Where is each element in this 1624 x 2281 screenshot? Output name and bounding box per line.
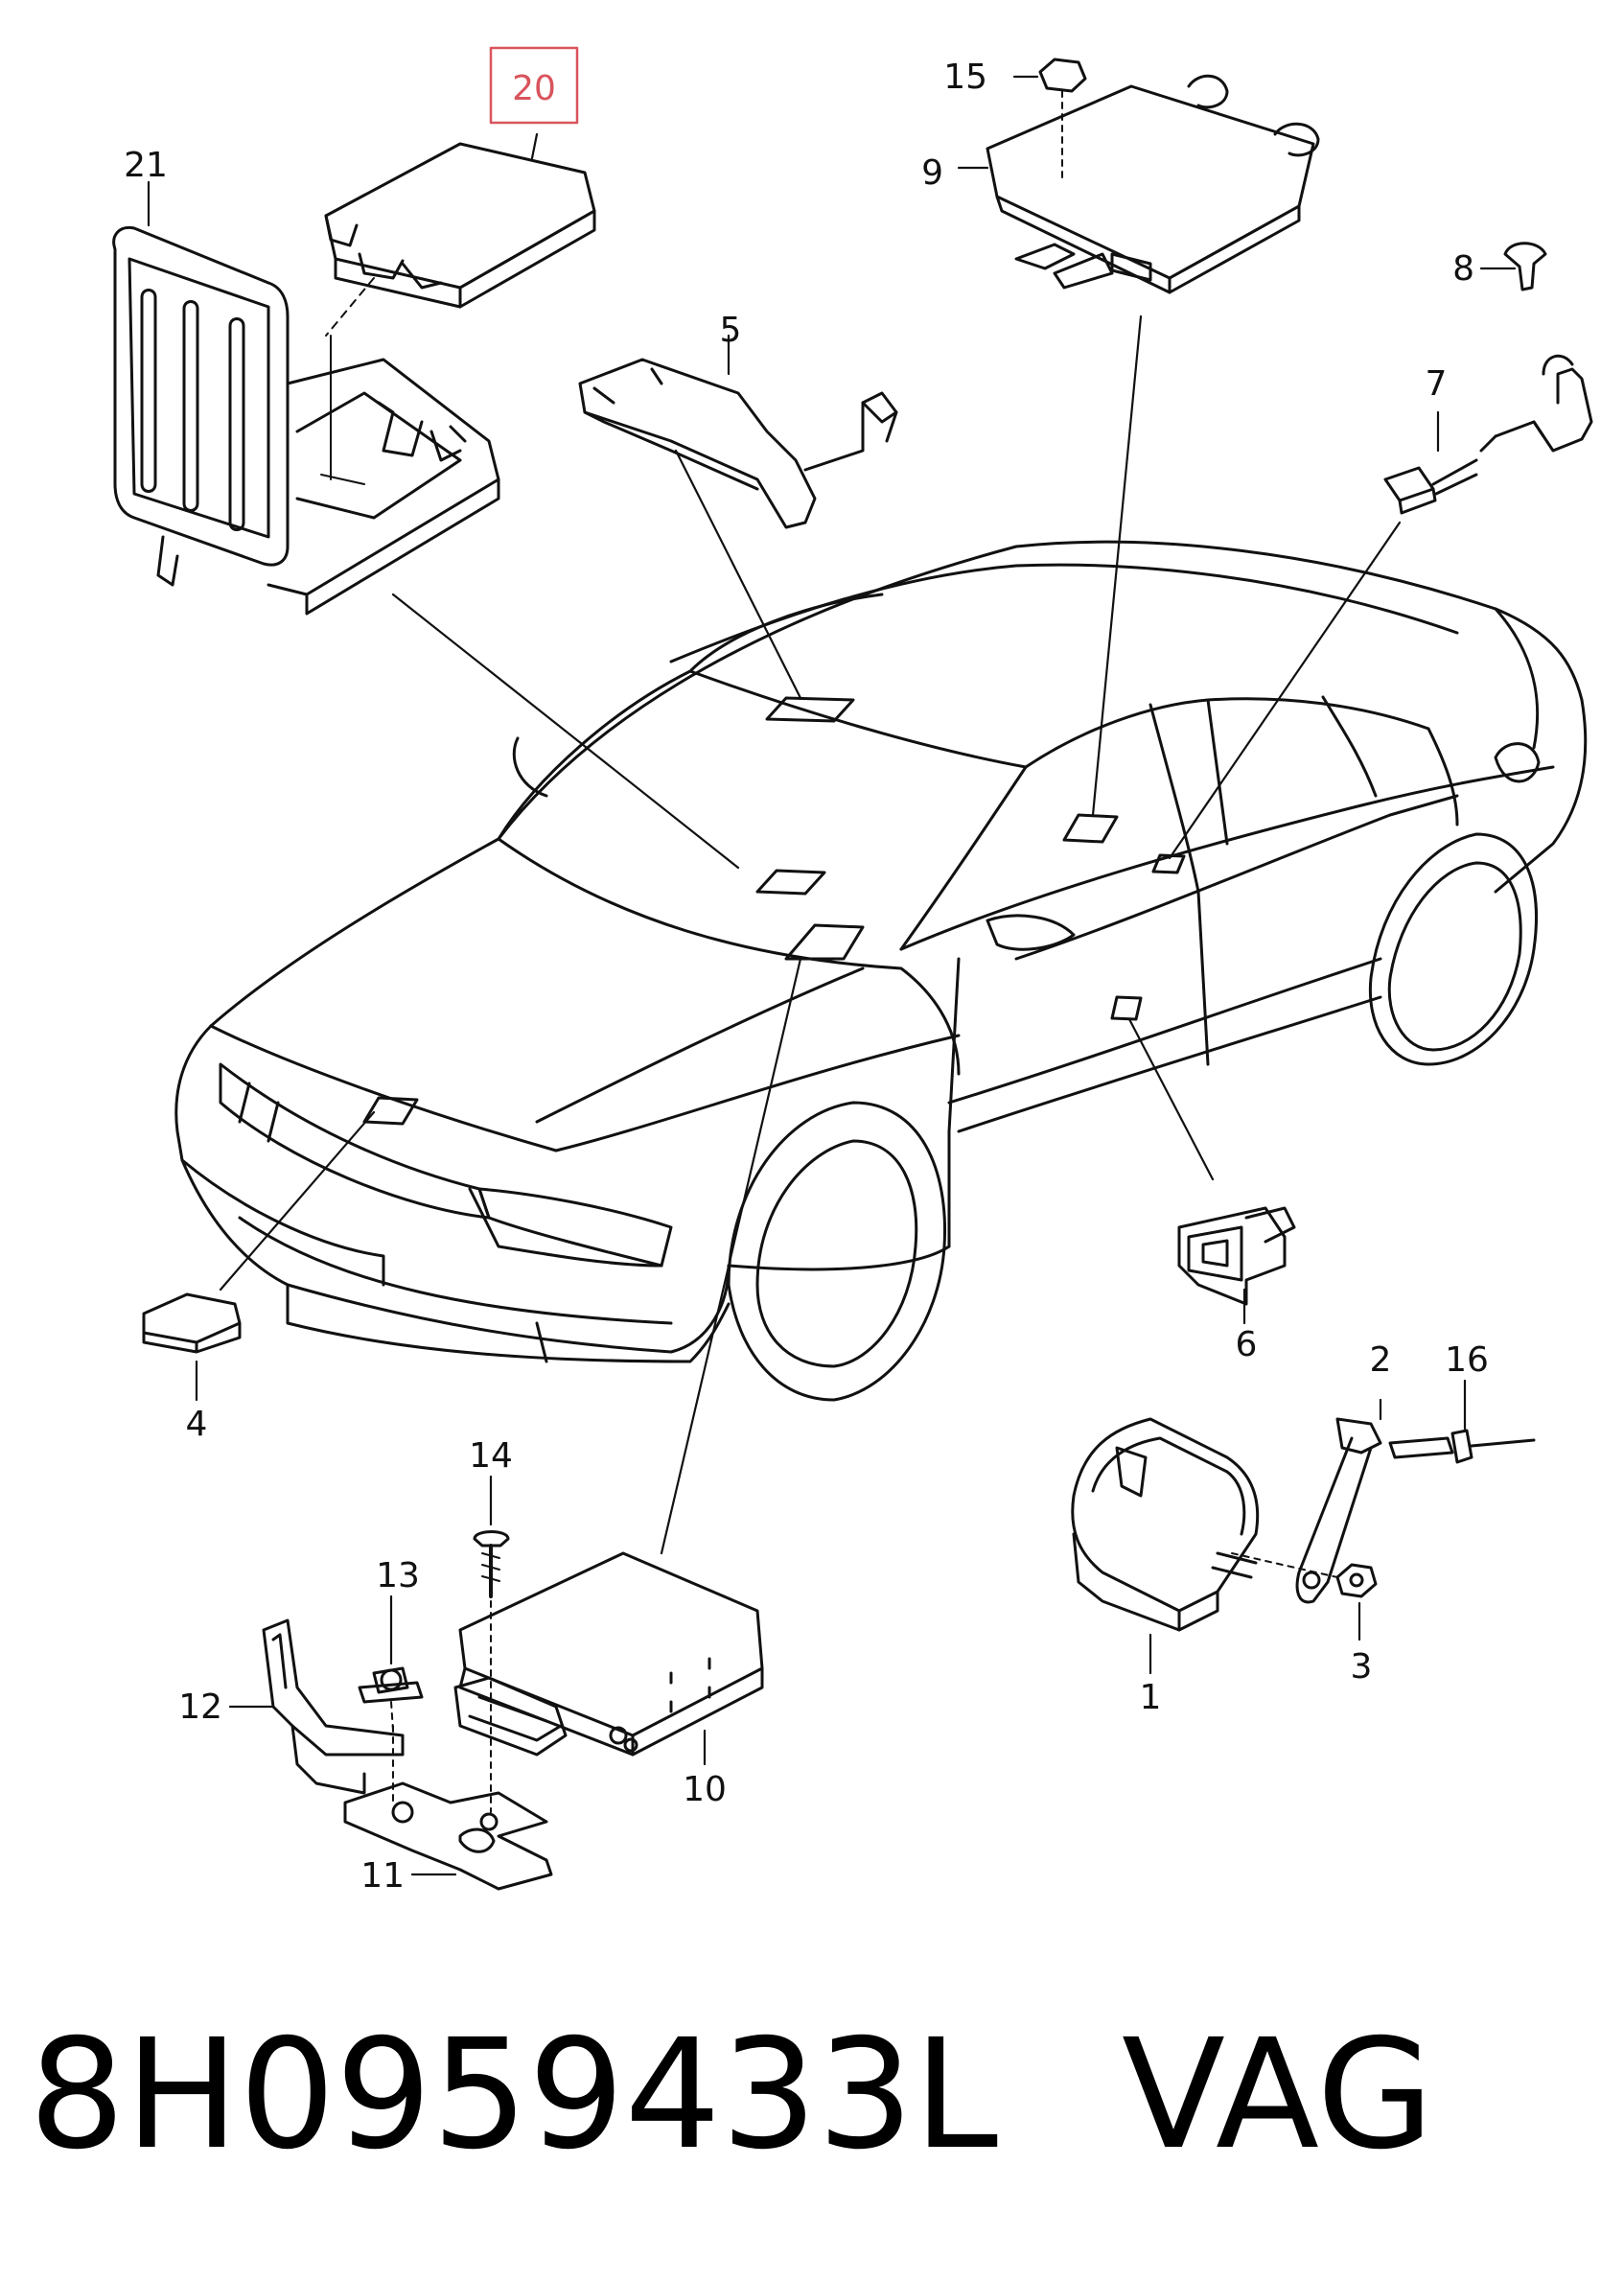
callout-11: 11 bbox=[360, 1856, 405, 1896]
callout-15: 15 bbox=[943, 58, 987, 97]
part-3-nut bbox=[1231, 1552, 1378, 1641]
part-11-plate bbox=[343, 1600, 553, 1891]
callout-6: 6 bbox=[1236, 1325, 1258, 1364]
part-21-bracket bbox=[112, 180, 500, 616]
part-6-switch bbox=[1177, 1206, 1296, 1325]
part-4-module bbox=[142, 1292, 242, 1402]
part-13-bolt bbox=[358, 1594, 424, 1732]
callout-20: 20 bbox=[512, 69, 556, 108]
part-7-sensor bbox=[1383, 354, 1593, 515]
part-1-crash-sensor bbox=[1071, 1417, 1260, 1675]
callout-3: 3 bbox=[1351, 1647, 1373, 1687]
part-20-module bbox=[324, 132, 596, 337]
part-9-control-unit bbox=[957, 74, 1320, 294]
callout-21: 21 bbox=[124, 146, 168, 185]
callout-7: 7 bbox=[1426, 364, 1448, 404]
location-markers bbox=[362, 696, 1186, 1126]
callout-1: 1 bbox=[1140, 1678, 1162, 1717]
callout-20-highlight-box bbox=[489, 46, 579, 125]
callout-8: 8 bbox=[1452, 249, 1474, 289]
leader-lines bbox=[219, 314, 1402, 1555]
part-number: 8H0959433L bbox=[29, 2007, 999, 2183]
brand-name: VAG bbox=[1122, 2007, 1434, 2183]
part-2-bracket-arm bbox=[1295, 1398, 1382, 1604]
callout-10: 10 bbox=[683, 1770, 727, 1809]
callout-9: 9 bbox=[921, 153, 943, 193]
part-12-bracket bbox=[228, 1618, 405, 1795]
callout-14: 14 bbox=[469, 1436, 513, 1476]
callout-12: 12 bbox=[178, 1687, 222, 1727]
car-outline bbox=[174, 540, 1588, 1402]
callout-16: 16 bbox=[1445, 1340, 1489, 1380]
callout-2: 2 bbox=[1370, 1340, 1392, 1380]
part-14-screw bbox=[473, 1475, 510, 1598]
part-10-airbag-module bbox=[453, 1551, 764, 1766]
part-16-rivet bbox=[1388, 1379, 1536, 1464]
part-8-clip bbox=[1479, 242, 1547, 291]
callout-5: 5 bbox=[720, 311, 742, 350]
part-15-nut bbox=[1012, 58, 1087, 178]
callout-13: 13 bbox=[376, 1556, 420, 1595]
part-5-sensor bbox=[578, 334, 898, 529]
callout-4: 4 bbox=[186, 1405, 208, 1444]
